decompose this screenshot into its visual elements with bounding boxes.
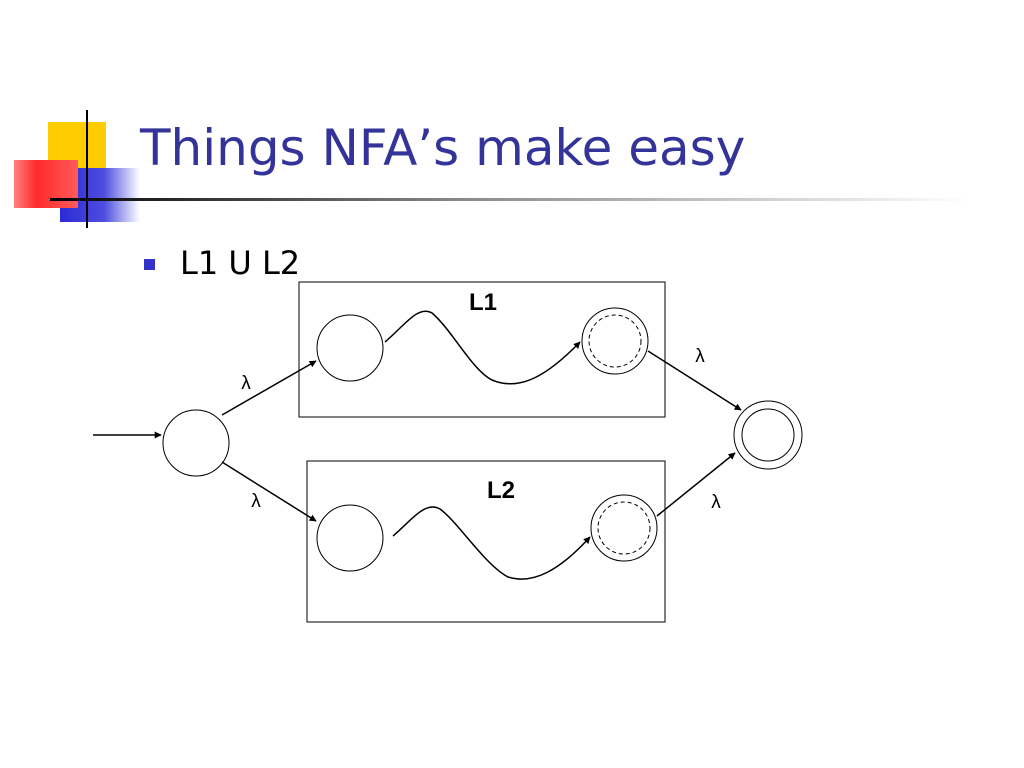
bullet-square-icon: [144, 259, 155, 270]
final-accept-state: [733, 400, 803, 470]
edge-l2-to-final: [656, 452, 736, 517]
title-ornament: [14, 110, 970, 228]
lambda-label-start-l1: λ: [241, 373, 251, 394]
edge-start-to-l2: [221, 461, 317, 522]
l1-path: [384, 310, 581, 385]
l1-box: [298, 281, 666, 418]
l1-accept-state: [581, 307, 649, 375]
l1-accept-state-inner: [588, 314, 642, 368]
l2-path: [392, 506, 591, 580]
lambda-label-l2-final: λ: [711, 492, 721, 513]
start-state: [162, 409, 230, 477]
slide-title: Things NFA’s make easy: [140, 119, 746, 177]
l1-start-state: [316, 314, 384, 382]
l2-start-state: [316, 504, 384, 572]
lambda-label-start-l2: λ: [251, 491, 261, 512]
l2-accept-state-inner: [597, 501, 651, 555]
edge-start-to-l1: [221, 360, 317, 416]
l2-box: [306, 460, 666, 623]
bullet-item: L1 U L2: [144, 238, 300, 288]
title-underline: [50, 198, 970, 201]
l2-accept-state: [590, 494, 658, 562]
lambda-label-l1-final: λ: [695, 346, 705, 367]
l1-box-label: L1: [469, 289, 497, 316]
edge-l1-to-final: [647, 350, 742, 411]
bullet-text: L1 U L2: [180, 244, 301, 282]
l2-box-label: L2: [487, 477, 515, 504]
final-accept-state-inner: [741, 408, 795, 462]
